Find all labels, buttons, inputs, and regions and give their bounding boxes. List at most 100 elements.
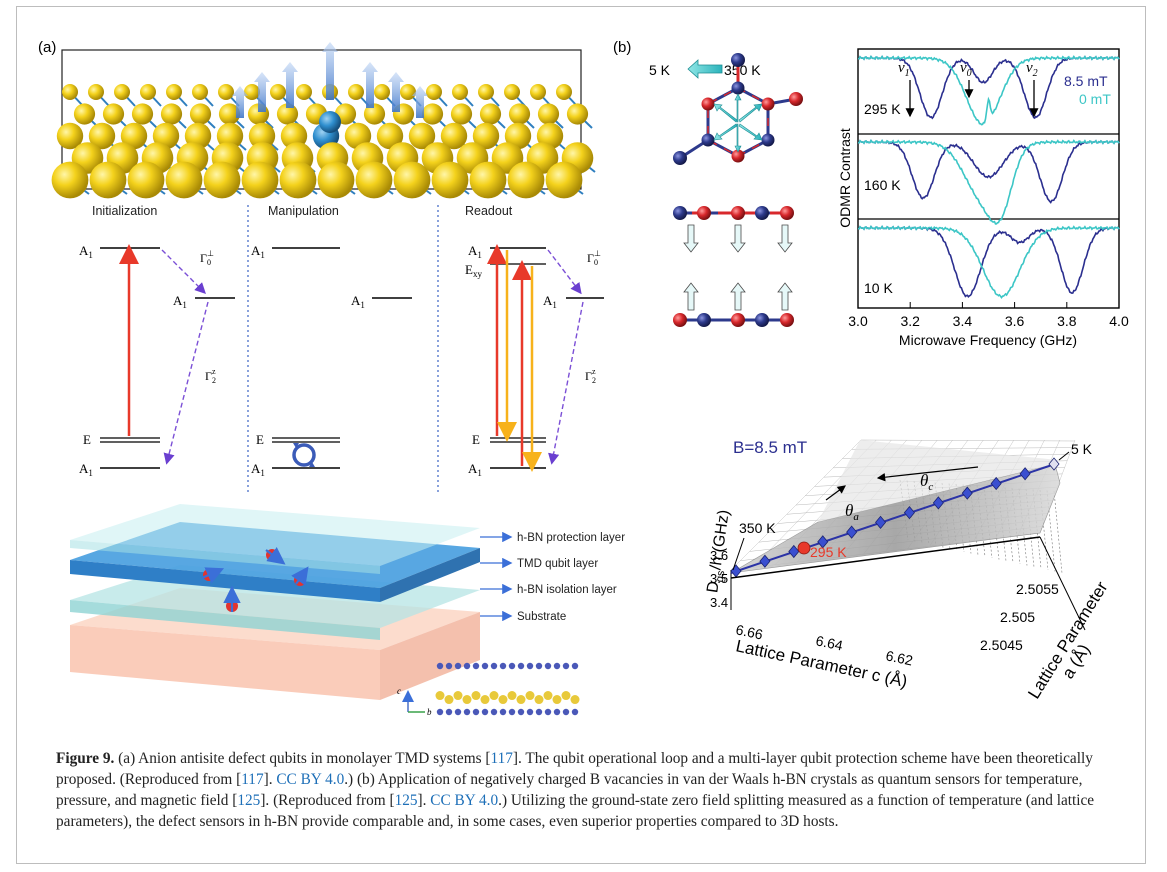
side-atom [508,662,516,670]
lattice-atom [160,103,183,125]
lattice-atom [431,161,469,199]
lattice-atom [189,103,212,125]
level-label: A1 [468,243,482,260]
odmr-ylabel: ODMR Contrast [837,128,853,228]
side-atom [472,708,480,716]
lattice-atom [452,84,468,100]
side-atom [453,691,463,701]
atick-2-5045: 2.5045 [980,637,1023,653]
citation-link[interactable]: 125 [394,792,418,809]
defect-spins [201,547,309,612]
side-atom [552,695,562,705]
lattice-atom [355,161,393,199]
lattice-atom [127,161,165,199]
caption-label: Figure 9. [56,750,115,767]
peak-nu2-label: ν2 [1026,60,1038,79]
axis-c-label: c [397,686,401,696]
citation-link[interactable]: 125 [237,792,261,809]
odmr-curve [857,55,1120,126]
spin-arrow [362,62,378,108]
lattice-atom [374,84,390,100]
caption-text: ]. [417,792,431,809]
lattice-atom [279,161,317,199]
hbn-vacancy-hexagon [673,53,803,165]
side-atom [435,691,445,701]
peak-nu0-label: ν0 [960,60,972,79]
lattice-atom [244,84,260,100]
license-link[interactable]: CC BY 4.0 [430,792,499,809]
lattice-atom [507,161,545,199]
citation-link[interactable]: 117 [490,750,513,767]
lattice-atom [216,122,244,150]
lattice-atom [192,84,208,100]
side-atom [489,691,499,701]
odmr-tick-label: 3.8 [1057,313,1077,329]
ctick-6-64: 6.64 [814,632,844,653]
temperature-arrow [687,59,723,79]
panel-b-label: (b) [613,39,631,56]
lattice-atom [114,84,130,100]
side-atom [571,662,579,670]
data-diamond [903,506,915,520]
citation-link[interactable]: 117 [241,771,264,788]
dgs-3d-plot [730,439,1086,631]
theta-a-label: θa [845,501,859,523]
side-atom [535,708,543,716]
side-atom [508,708,516,716]
side-atom [499,708,507,716]
odmr-legend-0mT: 0 mT [1079,91,1111,107]
rate-gamma2-label: Γ2z [205,367,216,385]
crystal-side-view [435,662,580,716]
odmr-xlabel: Microwave Frequency (GHz) [899,332,1077,348]
axis-indicator [402,690,425,713]
ztick-3-6: 3.6 [710,548,728,563]
side-atom [436,708,444,716]
license-link[interactable]: CC BY 4.0 [276,771,345,788]
lattice-atom [566,103,589,125]
data-diamond [932,496,944,510]
ctick-6-66: 6.66 [734,621,764,642]
ztick-3-4: 3.4 [710,595,728,610]
spin-arrow [412,86,428,118]
lattice-atom [166,84,182,100]
lattice-atom [469,161,507,199]
lattice-atom [393,161,431,199]
side-atom [463,708,471,716]
side-atom [471,691,481,701]
spin-arrow [232,86,248,118]
lattice-atom [450,103,473,125]
theta-arrows [825,466,979,501]
lattice-atom [131,103,154,125]
energy-diagram-manipulation [272,247,412,469]
temp-5k-label: 5 K [1071,441,1093,457]
lattice-atom [426,84,442,100]
layer-legend [480,531,513,622]
odmr-curve [857,225,1120,299]
side-atom [561,691,571,701]
lattice-atom [203,161,241,199]
side-atom [499,662,507,670]
layer-label-protection: h-BN protection layer [517,532,625,544]
side-atom [490,708,498,716]
odmr-panel-295: 295 K [864,101,901,117]
lattice-atom [537,103,560,125]
side-atom [562,662,570,670]
tmd-lattice-image [51,42,596,199]
odmr-tick-label: 3.6 [1005,313,1025,329]
layer-label-qubit: TMD qubit layer [517,558,598,570]
data-diamond [846,525,858,539]
odmr-tick-label: 3.0 [848,313,868,329]
level-label: E [83,432,91,447]
temp-295k-label: 295 K [810,544,847,560]
level-label: A1 [251,461,265,478]
lattice-atom [218,84,234,100]
lattice-atom [140,84,156,100]
level-label: A1 [468,461,482,478]
lattice-atom [408,122,436,150]
lattice-atom [479,103,502,125]
atick-2-5055: 2.5055 [1016,581,1059,597]
side-atom [481,708,489,716]
ctick-6-62: 6.62 [884,647,914,668]
ztick-3-5: 3.5 [710,571,728,586]
